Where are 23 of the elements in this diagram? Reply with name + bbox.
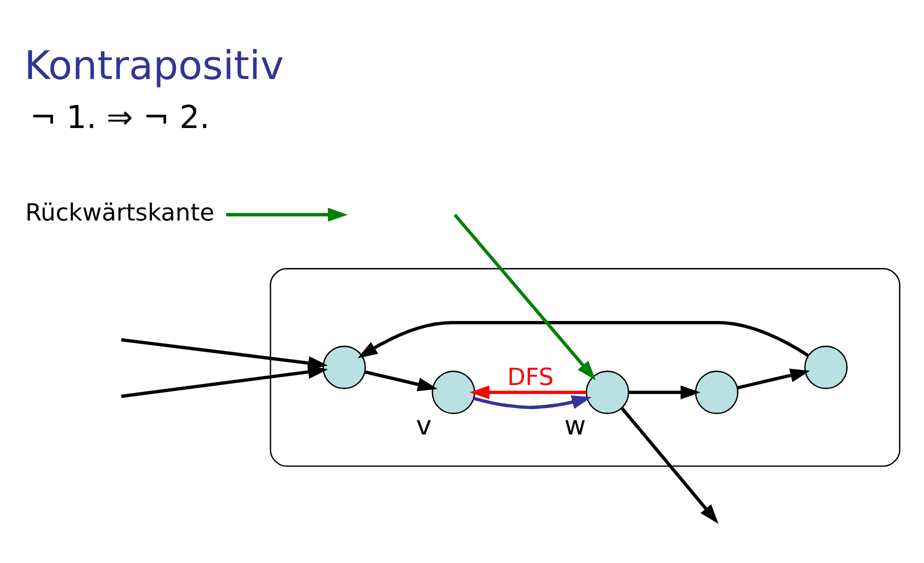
- node-circle: [586, 370, 630, 414]
- arrow: [620, 407, 719, 524]
- arrow: [628, 385, 700, 400]
- node-label: v: [416, 412, 432, 442]
- node-circle: [694, 370, 738, 414]
- arrow: [454, 214, 596, 380]
- edge-label: DFS: [507, 363, 554, 392]
- node-text: Rückwärtskante: [25, 198, 214, 226]
- arrow: [226, 208, 348, 222]
- node-circle: [322, 346, 366, 390]
- diagram-title: Kontrapositiv: [24, 43, 284, 90]
- arrow: [358, 321, 810, 358]
- arrow: [121, 338, 328, 379]
- node-circle: [804, 346, 848, 390]
- label: ¬ 1. ⇒ ¬ 2.: [30, 100, 210, 136]
- arrow: [121, 356, 328, 398]
- cluster: [270, 268, 900, 467]
- arrow: [474, 395, 592, 410]
- node-circle: [432, 370, 476, 414]
- node-label: w: [564, 412, 586, 442]
- arrow: [470, 385, 586, 400]
- arrow: [737, 368, 810, 390]
- arrow: [364, 370, 438, 392]
